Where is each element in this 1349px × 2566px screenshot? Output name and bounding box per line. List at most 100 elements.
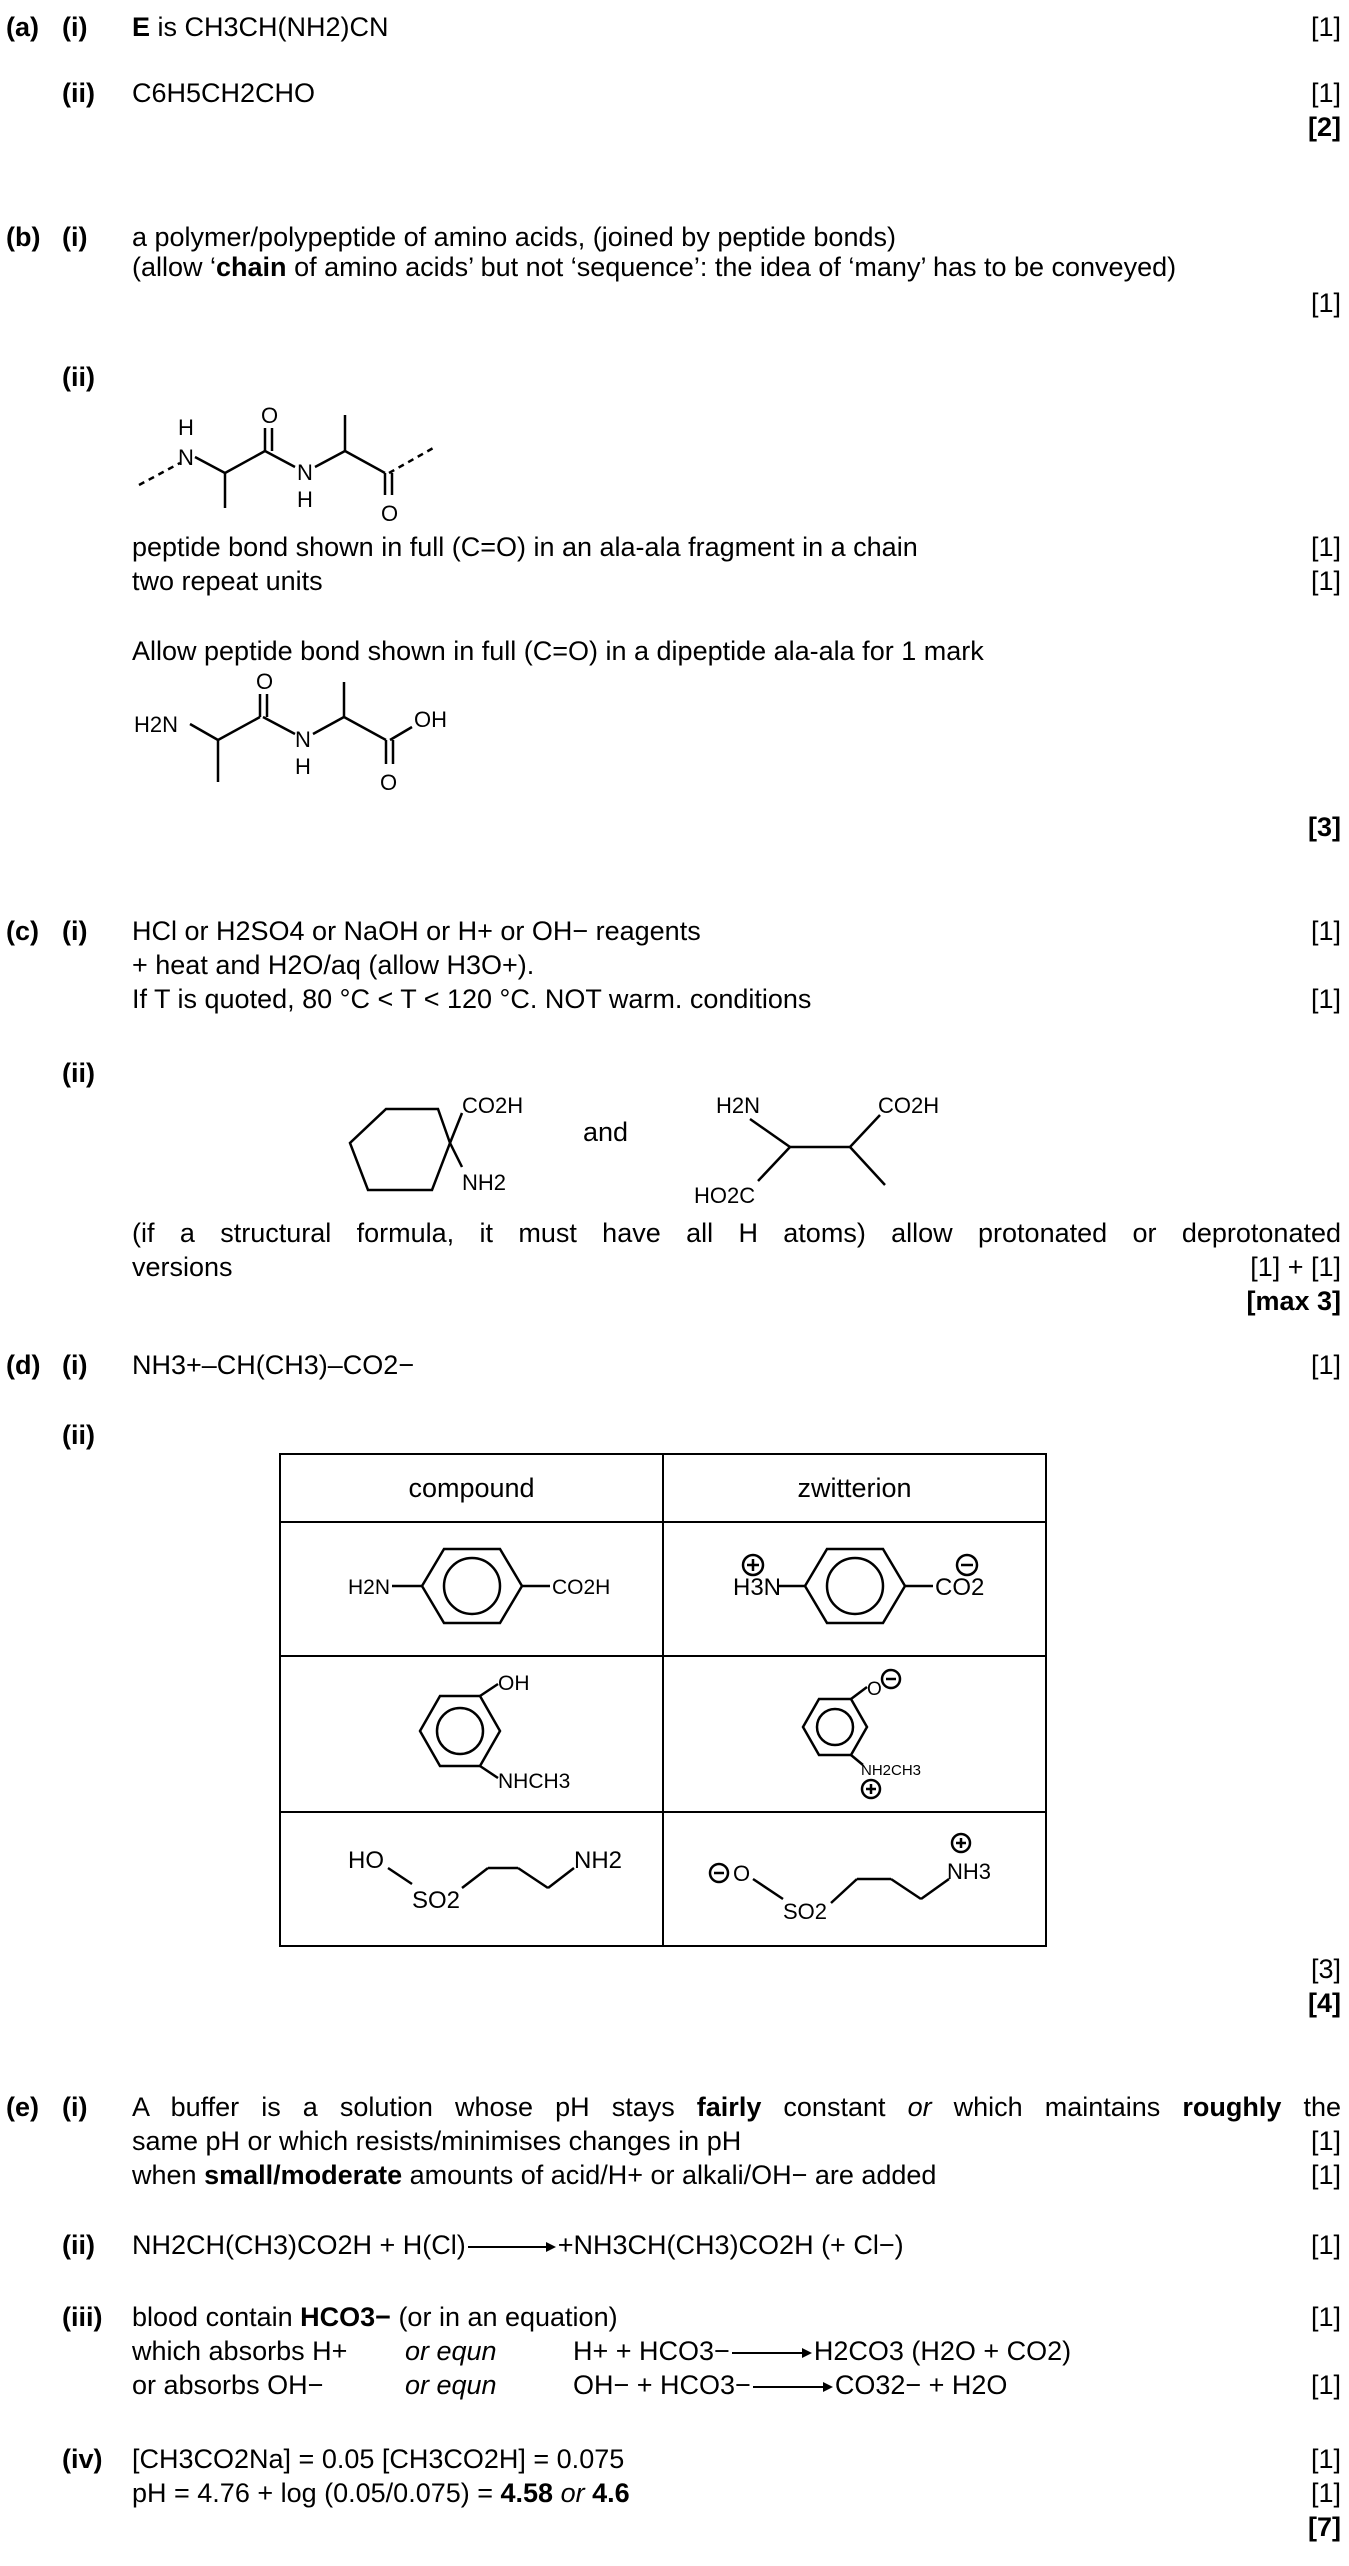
text-italic: or — [907, 2092, 932, 2122]
part-e-iii-line1-mark: [1] — [1310, 2302, 1341, 2332]
group-ho2c: HO2C — [694, 1183, 755, 1208]
atom-h: H — [178, 415, 194, 440]
atom-h: H — [295, 754, 311, 779]
part-a-ii-mark: [1] — [1310, 78, 1341, 108]
part-b-ii-label: (ii) — [62, 362, 95, 392]
group-oh: OH — [414, 707, 447, 732]
equation-lhs: OH− + HCO3− — [573, 2370, 751, 2400]
part-c-i-line3-mark: [1] — [1310, 984, 1341, 1014]
part-e-i-line2-mark: [1] — [1310, 2126, 1341, 2156]
group-oh: OH — [498, 1672, 530, 1695]
part-e-label: (e) — [6, 2092, 39, 2122]
part-b-i-mark: [1] — [1310, 288, 1341, 318]
part-e-i-line1: A buffer is a solution whose pH stays fa… — [132, 2092, 1341, 2122]
part-e-iii-line3-mark: [1] — [1310, 2370, 1341, 2400]
cell-zwitterion-1: H3N CO2 — [662, 1521, 1047, 1657]
group-h2n: H2N — [716, 1093, 760, 1118]
taurine-structure: HO SO2 NH2 — [348, 1847, 622, 1914]
part-a-i-mark: [1] — [1310, 12, 1341, 42]
part-e-ii-equation: NH2CH(CH3)CO2H + H(Cl) +NH3CH(CH3)CO2H (+… — [132, 2230, 904, 2260]
equation-rhs: +NH3CH(CH3)CO2H (+ Cl−) — [557, 2230, 904, 2260]
cell-zwitterion-2: O NH2CH3 — [662, 1655, 1047, 1813]
reaction-arrow-icon — [752, 2381, 833, 2392]
part-c-i-line2: + heat and H2O/aq (allow H3O+). — [132, 950, 535, 980]
part-c-i-line1-mark: [1] — [1310, 916, 1341, 946]
part-c-total: [max 3] — [1246, 1286, 1341, 1316]
part-b-ii-line1: peptide bond shown in full (C=O) in an a… — [132, 532, 918, 562]
part-d-total: [4] — [1308, 1988, 1341, 2018]
part-e-i-line3: when small/moderate amounts of acid/H+ o… — [132, 2160, 936, 2190]
text-fragment: blood contain — [132, 2302, 301, 2332]
aminobenzoic-acid-structure: H2N CO2H — [348, 1547, 610, 1624]
part-c-i-label: (i) — [62, 916, 88, 946]
part-e-iv-line2-mark: [1] — [1310, 2478, 1341, 2508]
part-d-i-mark: [1] — [1310, 1350, 1341, 1380]
part-e-iii-line2-a: which absorbs H+ — [132, 2336, 348, 2366]
atom-o: O — [380, 770, 397, 795]
part-a-label: (a) — [6, 12, 39, 42]
atom-h: H — [297, 487, 313, 512]
text-fragment: of amino acids’ but not ‘sequence’: the … — [286, 252, 1177, 282]
part-e-ii-mark: [1] — [1310, 2230, 1341, 2260]
part-e-iv-label: (iv) — [62, 2444, 103, 2474]
text-fragment: (or in an equation) — [390, 2302, 618, 2332]
group-h2n: H2N — [134, 712, 178, 737]
part-b-i-label: (i) — [62, 222, 88, 252]
part-c-ii-mark: [1] + [1] — [1250, 1252, 1341, 1282]
cell-compound-3: HO SO2 NH2 — [279, 1811, 664, 1947]
aminobenzoate-zwitterion-structure: H3N CO2 — [733, 1547, 984, 1624]
part-b-ii-allow: Allow peptide bond shown in full (C=O) i… — [132, 636, 984, 666]
group-nh3-plus: NH3 — [947, 1859, 991, 1884]
part-d-i-answer: NH3+–CH(CH3)–CO2− — [132, 1350, 415, 1380]
part-e-iii-line3-b: or equn — [405, 2370, 497, 2400]
part-a-ii-answer: C6H5CH2CHO — [132, 78, 316, 108]
text-fragment: which maintains — [931, 2092, 1183, 2122]
part-e-total: [7] — [1308, 2512, 1341, 2542]
text-bold: fairly — [696, 2092, 762, 2122]
reaction-arrow-icon — [731, 2347, 812, 2358]
part-b-i-line1: a polymer/polypeptide of amino acids, (j… — [132, 222, 896, 252]
part-e-i-line3-mark: [1] — [1310, 2160, 1341, 2190]
part-b-ii-line2: two repeat units — [132, 566, 323, 596]
atom-o: O — [261, 403, 278, 428]
part-a-ii-label: (ii) — [62, 78, 95, 108]
table-header-compound: compound — [279, 1453, 664, 1523]
part-e-iii-label: (iii) — [62, 2302, 103, 2332]
text-bold: HCO3− — [300, 2302, 391, 2332]
peptide-chain-structure: H N O N H O — [138, 403, 436, 526]
part-c-i-line1: HCl or H2SO4 or NaOH or H+ or OH− reagen… — [132, 916, 701, 946]
part-e-iii-line2-equation: H+ + HCO3− H2CO3 (H2O + CO2) — [573, 2336, 1071, 2366]
group-so2: SO2 — [783, 1899, 827, 1924]
part-c-ii-note: (if a structural formula, it must have a… — [132, 1218, 1341, 1248]
part-e-iii-line3-a: or absorbs OH− — [132, 2370, 324, 2400]
part-e-iv-line2: pH = 4.76 + log (0.05/0.075) = 4.58 or 4… — [132, 2478, 630, 2508]
group-co2h: CO2H — [552, 1576, 610, 1599]
cell-zwitterion-3: O SO2 NH3 — [662, 1811, 1047, 1947]
part-e-iii-line3-equation: OH− + HCO3−CO32− + H2O — [573, 2370, 1007, 2400]
compound-e-formula: is CH3CH(NH2)CN — [150, 12, 389, 42]
part-a-i-label: (i) — [62, 12, 88, 42]
part-e-i-line2: same pH or which resists/minimises chang… — [132, 2126, 742, 2156]
part-b-total: [3] — [1308, 812, 1341, 842]
equation-lhs: H+ + HCO3− — [573, 2336, 730, 2366]
group-co2-minus: CO2 — [935, 1574, 984, 1601]
group-co2h: CO2H — [878, 1093, 939, 1118]
methylaspartic-structure: H2N CO2H HO2C — [694, 1093, 939, 1208]
atom-o-minus: O — [733, 1861, 750, 1886]
equation-rhs: H2CO3 (H2O + CO2) — [813, 2336, 1072, 2366]
part-d-ii-mark: [3] — [1310, 1954, 1341, 1984]
text-fragment: when — [132, 2160, 205, 2190]
atom-o-minus: O — [867, 1679, 882, 1700]
group-so2: SO2 — [412, 1887, 460, 1914]
atom-n: N — [297, 460, 313, 485]
equation-lhs: NH2CH(CH3)CO2H + H(Cl) — [132, 2230, 466, 2260]
atom-n: N — [178, 445, 194, 470]
text-fragment: A buffer is a solution whose pH stays — [132, 2092, 697, 2122]
text-bold: 4.6 — [592, 2478, 630, 2508]
group-nh2: NH2 — [462, 1170, 506, 1195]
cycloleucine-structure: CO2H NH2 — [348, 1093, 523, 1195]
dipeptide-structure: H2N O N H OH O — [134, 672, 447, 795]
part-a-total: [2] — [1308, 112, 1341, 142]
part-c-ii-note2: versions — [132, 1252, 233, 1282]
atom-n: N — [295, 727, 311, 752]
